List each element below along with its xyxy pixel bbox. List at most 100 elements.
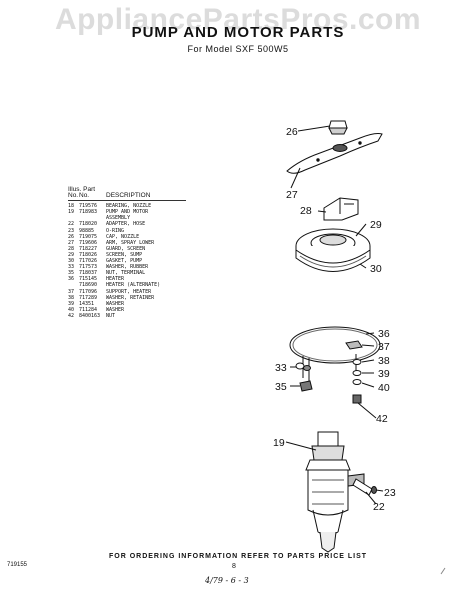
part-description: GASKET, PUMP: [106, 258, 143, 265]
part-number: 719576: [79, 203, 98, 210]
illus-number: 27: [68, 239, 75, 246]
washer-39-part: [352, 370, 362, 376]
heater-part: [289, 326, 381, 382]
washer-38-part: [352, 359, 362, 365]
table-row: 30 717026 GASKET, PUMP: [68, 258, 288, 264]
part-number: 718020: [79, 221, 98, 228]
table-row: ASSEMBLY: [68, 215, 288, 221]
part-number: 718037: [79, 270, 98, 277]
part-number: 717573: [79, 264, 98, 271]
illus-number: 22: [68, 221, 75, 228]
callout-19: 19: [273, 437, 285, 449]
nozzle-cap-part: [328, 120, 348, 135]
callout-42: 42: [376, 413, 388, 425]
model-subtitle: For Model SXF 500W5: [187, 44, 289, 54]
handwritten-note: 4/79 - 6 - 3: [205, 576, 249, 585]
leader-lines: [285, 125, 384, 505]
callout-33: 33: [275, 362, 287, 374]
callout-40: 40: [378, 382, 390, 394]
illus-number: 28: [68, 245, 75, 252]
part-number: 715145: [79, 276, 98, 283]
callout-27: 27: [286, 189, 298, 201]
part-description: HEATER (ALTERNATE): [106, 282, 161, 289]
sump-screen-part: [295, 228, 371, 272]
part-number: 14351: [79, 300, 95, 307]
illus-number: 39: [68, 300, 75, 307]
part-description: HEATER: [106, 276, 125, 283]
part-description: WASHER, RETAINER: [106, 294, 155, 301]
screen-guard-part: [323, 197, 359, 221]
part-description: WASHER: [106, 306, 125, 313]
table-row: 26 719075 CAP, NOZZLE: [68, 234, 288, 240]
callout-22: 22: [373, 501, 385, 513]
illus-number: 42: [68, 312, 75, 319]
illus-number: 30: [68, 258, 75, 265]
nut-35-part: [299, 380, 313, 392]
margin-mark: [440, 567, 446, 575]
illus-number: 26: [68, 233, 75, 240]
part-number: 98885: [79, 227, 95, 234]
part-number: 718026: [79, 251, 98, 258]
part-number: 717026: [79, 258, 98, 265]
table-row: 718690 HEATER (ALTERNATE): [68, 282, 288, 288]
callout-29: 29: [370, 219, 382, 231]
part-number: 719606: [79, 239, 98, 246]
watermark: AppliancePartsPros.com: [54, 3, 422, 36]
callout-30: 30: [370, 263, 382, 275]
hose-adapter-part: [352, 478, 377, 496]
header-description: DESCRIPTION: [106, 192, 151, 200]
illus-number: 36: [68, 276, 75, 283]
callout-35: 35: [275, 381, 287, 393]
illus-number: 19: [68, 209, 75, 216]
callout-26: 26: [286, 126, 298, 138]
callout-37: 37: [378, 341, 390, 353]
illus-number: 35: [68, 270, 75, 277]
part-description: CAP, NOZZLE: [106, 233, 140, 240]
part-description: O-RING: [106, 227, 125, 234]
callout-23: 23: [384, 487, 396, 499]
part-number: 717289: [79, 294, 98, 301]
part-description: SCREEN, SUMP: [106, 251, 143, 258]
page-number: 8: [232, 563, 236, 570]
illus-number: 38: [68, 294, 75, 301]
part-number: 718690: [79, 282, 98, 289]
spray-arm-part: [286, 133, 383, 174]
part-description: WASHER: [106, 300, 125, 307]
part-description: NUT: [106, 312, 116, 319]
header-no2: No.: [79, 192, 90, 200]
washer-40-part: [352, 379, 362, 385]
part-number: 718983: [79, 209, 98, 216]
table-row: 23 98885 O-RING: [68, 228, 288, 234]
part-number: 711284: [79, 306, 98, 313]
table-row: 38 717289 WASHER, RETAINER: [68, 295, 288, 301]
table-header-row: No.No.DESCRIPTION: [68, 192, 186, 202]
washer-33-part: [295, 362, 311, 371]
part-description: ADAPTER, HOSE: [106, 221, 146, 228]
page-title: PUMP AND MOTOR PARTS: [131, 24, 345, 41]
callout-38: 38: [378, 355, 390, 367]
part-description: BEARING, NOZZLE: [106, 203, 152, 210]
nut-42-part: [352, 394, 362, 404]
illus-number: 23: [68, 227, 75, 234]
part-number: 718227: [79, 245, 98, 252]
part-number: 719075: [79, 233, 98, 240]
callout-36: 36: [378, 328, 390, 340]
callout-28: 28: [300, 205, 312, 217]
heater-support-part: [345, 340, 363, 372]
table-row: 36 715145 HEATER: [68, 276, 288, 282]
table-row: 35 718037 NUT, TERMINAL: [68, 270, 288, 276]
table-row: 39 14351 WASHER: [68, 301, 288, 307]
document-number: 719155: [7, 562, 28, 568]
table-row: 22 718020 ADAPTER, HOSE: [68, 221, 288, 227]
part-description: NUT, TERMINAL: [106, 270, 146, 277]
